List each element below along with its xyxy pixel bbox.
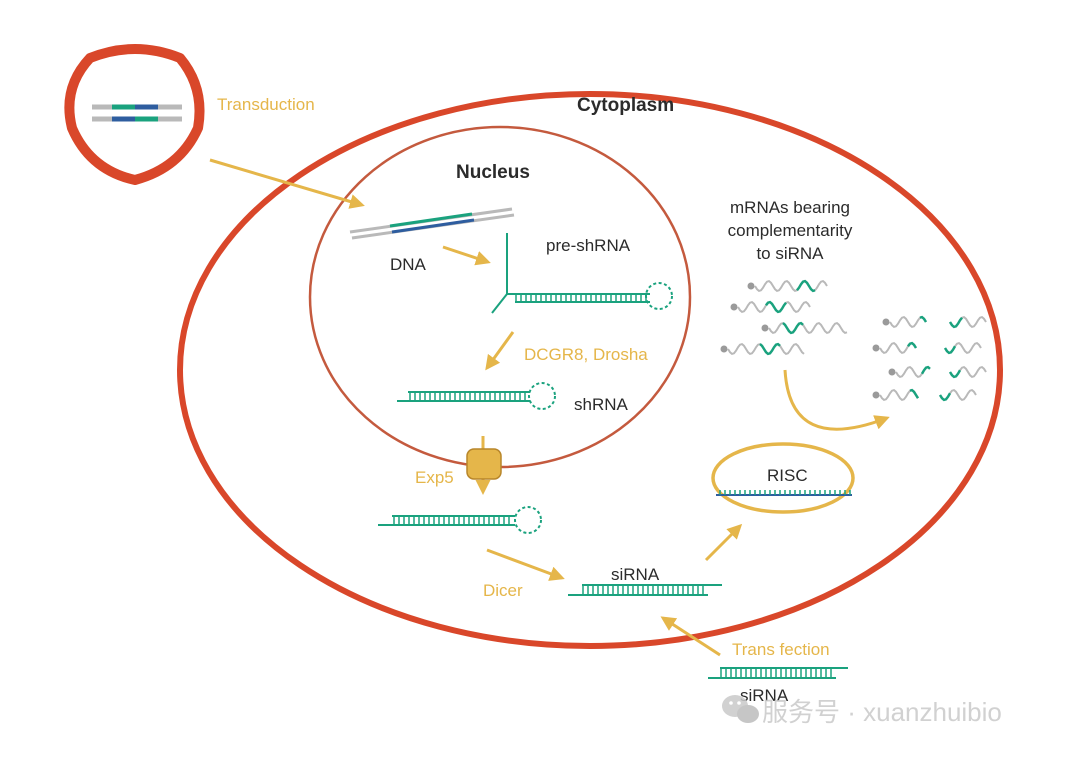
cleaved-mrna-group — [872, 315, 987, 402]
target-mrna-group — [720, 279, 848, 356]
pre-shrna-hairpin — [491, 233, 673, 314]
sirna-label: siRNA — [611, 565, 660, 584]
watermark-text: 服务号 · xuanzhuibio — [762, 697, 1002, 727]
cytoplasm-label: Cytoplasm — [577, 95, 674, 116]
drosha-label: DCGR8, Drosha — [524, 345, 648, 364]
mrna-label-line2: complementarity — [728, 221, 853, 240]
transduction-label: Transduction — [217, 95, 315, 114]
shrna-label: shRNA — [574, 395, 629, 414]
risc-complex-icon — [711, 442, 855, 514]
nucleus-label: Nucleus — [456, 162, 530, 183]
dicer-arrow — [486, 548, 565, 581]
exportin5-pore-icon — [466, 448, 502, 480]
sirna-bottom-label: siRNA — [740, 686, 789, 705]
shrna-hairpin — [397, 382, 556, 410]
virus-capsid-icon — [64, 44, 205, 185]
risc-label: RISC — [767, 466, 808, 485]
dna-strand — [349, 207, 515, 240]
sirna-duplex — [568, 584, 722, 596]
dna-to-preshrna-arrow — [442, 245, 491, 266]
mrna-label-line3: to siRNA — [756, 244, 824, 263]
mrna-label-line1: mRNAs bearing — [730, 198, 850, 217]
dicer-label: Dicer — [483, 581, 523, 600]
wechat-icon — [722, 695, 759, 723]
transfected-sirna-duplex — [708, 667, 848, 679]
watermark: 服务号 · xuanzhuibio — [722, 695, 1002, 727]
cell-membrane — [177, 91, 1003, 649]
cleavage-arrow — [783, 369, 890, 431]
drosha-arrow — [485, 331, 515, 371]
transfection-label: Trans fection — [732, 640, 830, 659]
sirna-to-risc-arrow — [704, 523, 743, 562]
cytoplasmic-shrna — [378, 506, 542, 534]
exp5-label: Exp5 — [415, 468, 454, 487]
dna-label: DNA — [390, 255, 427, 274]
pre-shrna-label: pre-shRNA — [546, 236, 631, 255]
transfection-arrow — [660, 616, 721, 657]
transduction-arrow — [209, 158, 365, 209]
